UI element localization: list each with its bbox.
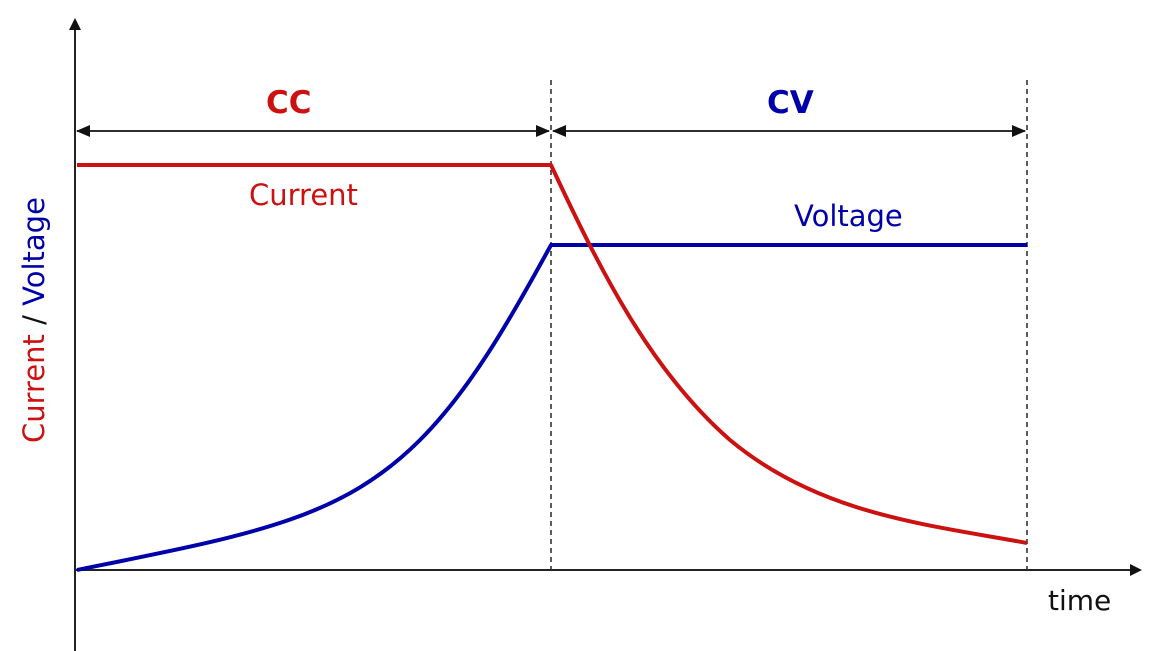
cc-phase-label: CC <box>266 85 312 121</box>
current-series-label: Current <box>249 178 358 212</box>
y-axis-label-current: Current <box>17 334 51 443</box>
y-axis-label: Current / Voltage <box>17 197 51 443</box>
x-axis-label: time <box>1048 584 1112 617</box>
y-axis-label-separator: / <box>17 305 51 335</box>
voltage-series-label: Voltage <box>794 199 903 233</box>
y-axis-label-voltage: Voltage <box>17 197 51 306</box>
cv-phase-label: CV <box>767 85 814 121</box>
voltage-curve <box>76 243 1027 572</box>
current-curve <box>77 163 1028 545</box>
